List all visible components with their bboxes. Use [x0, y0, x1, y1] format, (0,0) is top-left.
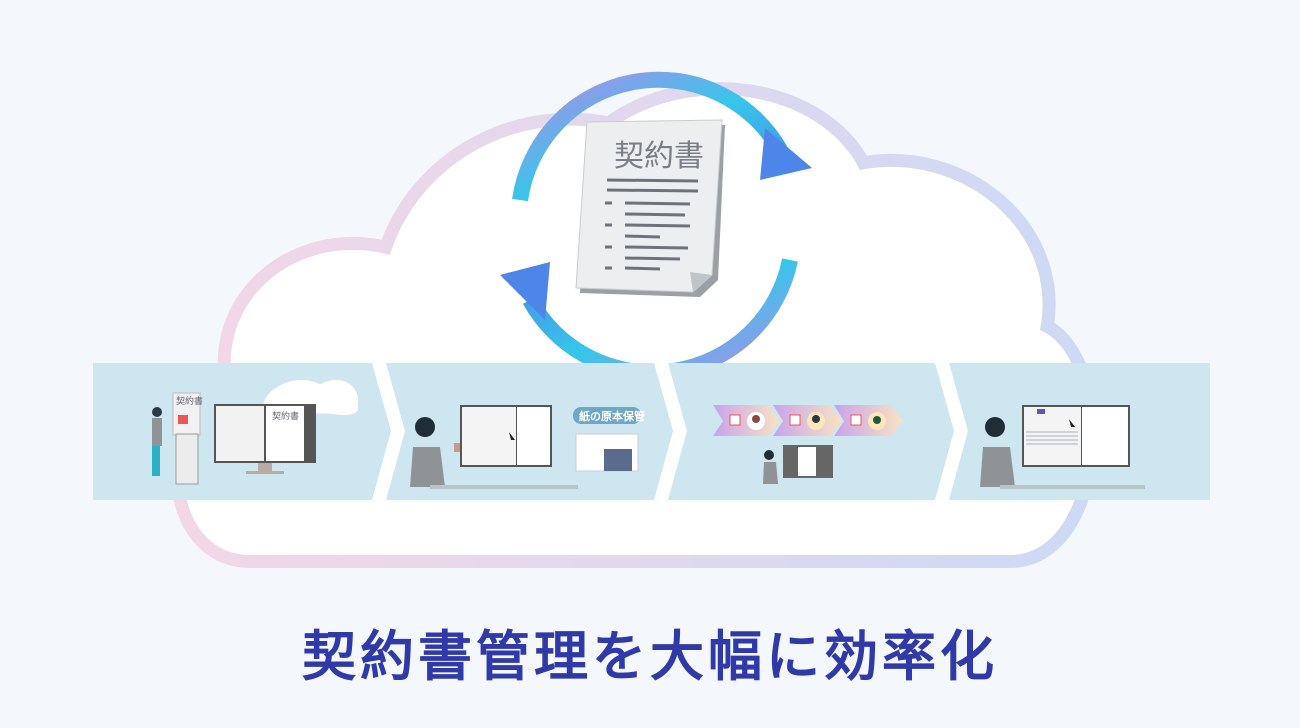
- check-icon: [789, 414, 801, 426]
- cursor-icon: [1069, 419, 1075, 427]
- step-2-registration: 紙の原本保管: [410, 405, 645, 489]
- step-divider: [654, 363, 687, 500]
- step-divider: [372, 363, 405, 500]
- paper-contract-icon: [172, 392, 201, 436]
- headline: 契約書管理を大幅に効率化: [302, 625, 998, 688]
- check-icon: [850, 414, 862, 426]
- step-3-approval: [713, 405, 903, 484]
- approval-flow: [713, 405, 903, 436]
- paper-label: 契約書: [176, 395, 203, 407]
- check-icon: [729, 414, 741, 426]
- screen-label: 契約書: [272, 410, 299, 422]
- step-divider: [935, 363, 968, 500]
- printer-icon: [175, 433, 199, 485]
- step-1-scan: 契約書 契約書: [152, 379, 359, 485]
- paper-storage-bubble: [573, 407, 641, 424]
- paper-storage-label: 紙の原本保管: [579, 409, 645, 423]
- cursor-icon: [509, 432, 515, 440]
- contract-document-icon: 契約書: [575, 119, 725, 297]
- document-title: 契約書: [614, 139, 704, 174]
- step-4-search: [980, 405, 1145, 489]
